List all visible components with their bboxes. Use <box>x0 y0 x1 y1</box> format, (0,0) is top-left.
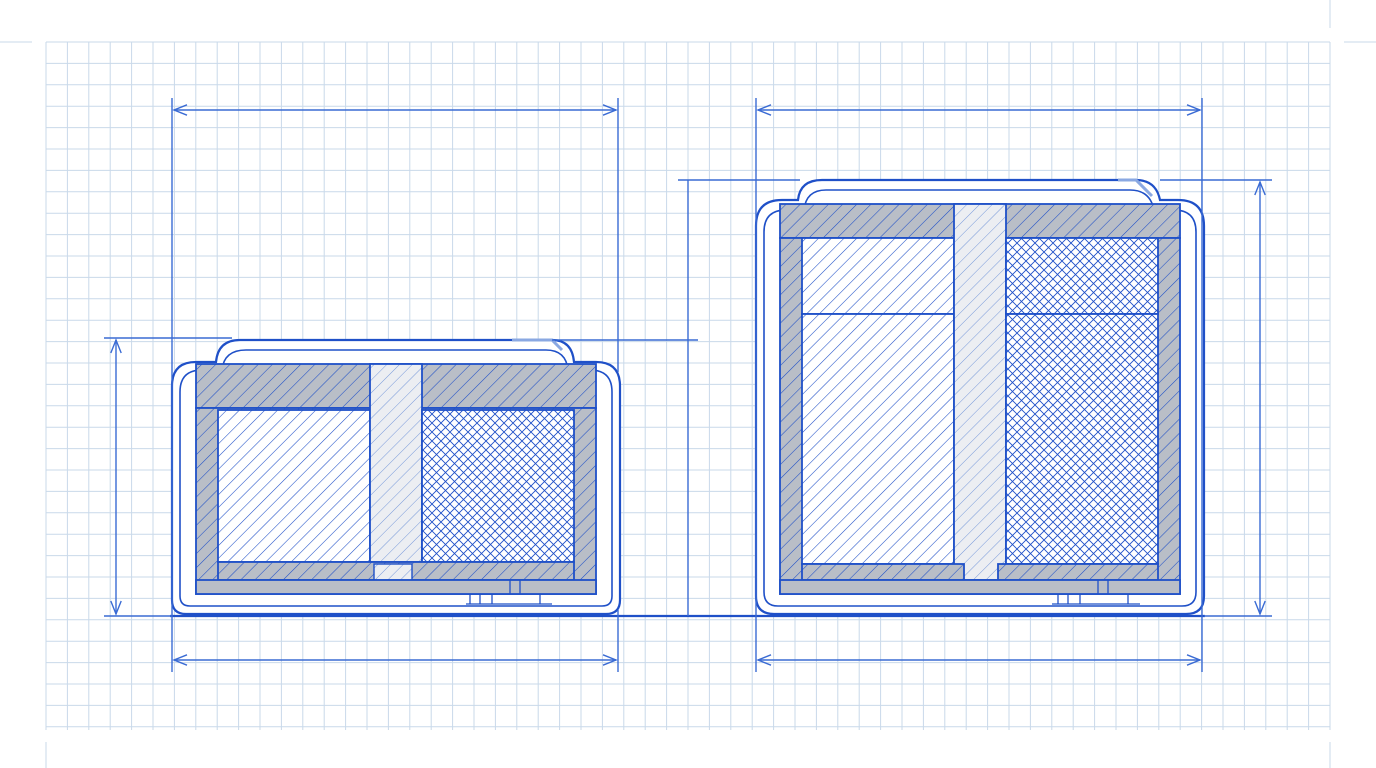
small-cell-base-strip <box>195 579 597 595</box>
large-cell-contact-marks <box>1052 580 1140 605</box>
large-cell-bottom-plate-right <box>997 563 1159 581</box>
small-width-top-dimension <box>172 104 618 116</box>
small-cell-anode <box>421 409 575 563</box>
small-cell-separator <box>369 363 423 563</box>
small-cell-cathode <box>217 409 371 563</box>
dimension-arrows <box>110 104 1266 666</box>
large-cell-cathode-top <box>801 237 955 315</box>
dimension-lines <box>104 98 1272 672</box>
large-cell-bottom-plate-left <box>801 563 965 581</box>
large-cell-base-strip <box>779 579 1181 595</box>
large-width-top-dimension <box>756 104 1202 116</box>
large-button-cell-section <box>754 178 1206 616</box>
large-cell-separator <box>953 203 1007 581</box>
large-height-dimension <box>1254 180 1266 616</box>
small-button-cell-section <box>170 338 622 616</box>
large-cell-cathode <box>801 313 955 565</box>
small-cell-contact-marks <box>466 580 552 605</box>
small-cell-vent <box>373 563 413 581</box>
small-width-bottom-dimension <box>172 654 618 666</box>
large-cell-anode <box>1005 313 1159 565</box>
large-cell-highlight <box>1118 178 1154 198</box>
small-height-dimension <box>110 338 122 616</box>
large-width-bottom-dimension <box>756 654 1202 666</box>
large-cell-anode-top <box>1005 237 1159 315</box>
